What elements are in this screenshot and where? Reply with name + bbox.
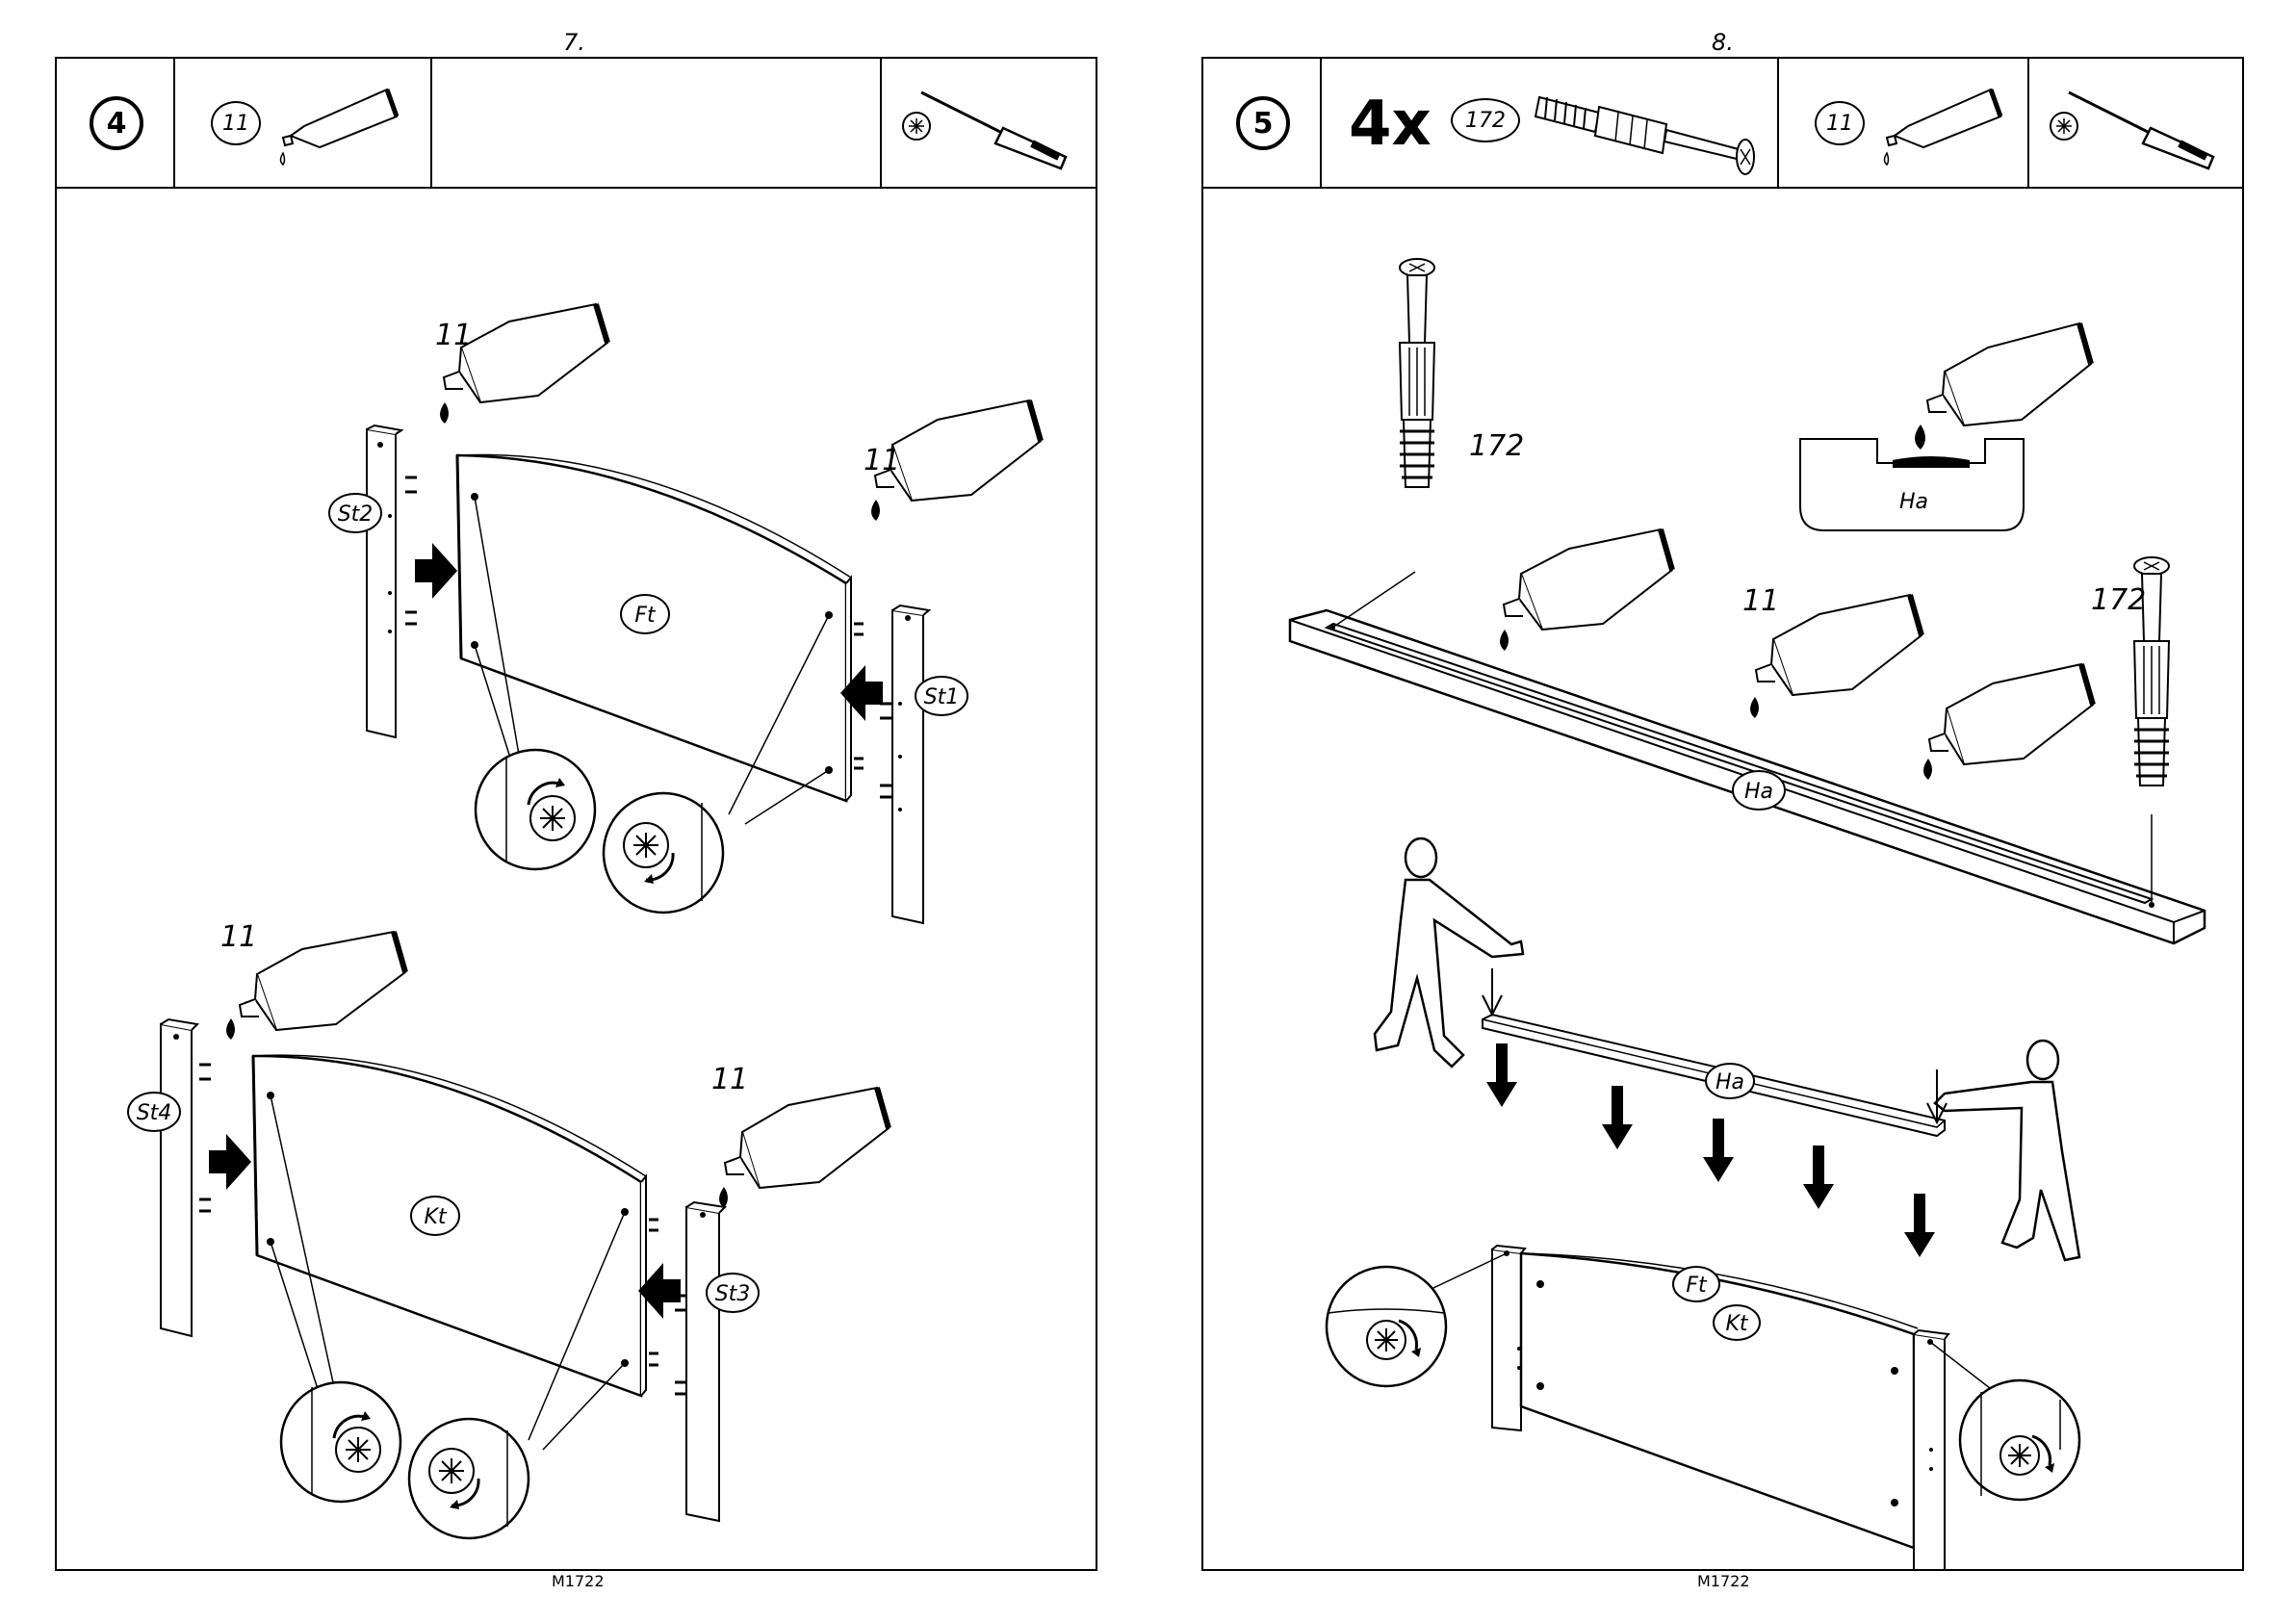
instruction-frame-right: 5 4x 172 11 — [1201, 57, 2244, 1571]
glue-label-4: 11 — [711, 1063, 748, 1096]
assembly-drawing-left: St2 Ft St1 11 11 — [57, 189, 1096, 1569]
glue-part-number: 11 — [1815, 101, 1865, 145]
label-st2: St2 — [338, 502, 374, 527]
glue-tube-icon — [1875, 68, 2020, 174]
glue-label-1: 11 — [435, 319, 472, 352]
step-cell: 4 — [57, 59, 175, 187]
screwdriver-icon — [2035, 68, 2237, 174]
screw-label-left: 172 — [1469, 429, 1524, 463]
glue-label: 11 — [1742, 584, 1779, 618]
cam-bolt-icon — [1532, 72, 1772, 178]
step-cell: 5 — [1203, 59, 1322, 187]
label-kt: Kt — [424, 1205, 447, 1229]
glue-tube-icon — [1923, 664, 2093, 780]
step-number: 4 — [90, 96, 143, 150]
footer-code-right: M1722 — [1697, 1572, 1750, 1590]
leg-st4 — [161, 1019, 211, 1336]
step-header: 5 4x 172 11 — [1203, 59, 2242, 189]
glue-label-3: 11 — [220, 920, 257, 954]
label-st1: St1 — [924, 685, 960, 709]
leg-st1 — [880, 605, 929, 923]
part-number: 172 — [1451, 98, 1520, 142]
glue-tube-icon — [1500, 529, 1672, 651]
screwdriver-icon — [888, 68, 1090, 174]
glue-tube-icon — [271, 68, 416, 174]
glue-tube-icon — [1927, 323, 2091, 425]
instruction-frame-left: 4 11 — [55, 57, 1097, 1571]
push-arrow-icon — [415, 543, 457, 599]
lifted-label-ha: Ha — [1716, 1070, 1744, 1094]
push-arrow-icon — [209, 1134, 251, 1190]
inset-label-ha: Ha — [1899, 490, 1928, 514]
label-ft: Ft — [1686, 1274, 1708, 1298]
fitting-cell: 4x 172 — [1322, 59, 1779, 187]
empty-cell — [432, 59, 882, 187]
glue-label-2: 11 — [864, 444, 900, 477]
groove-detail-inset — [1800, 425, 2024, 530]
step-number: 5 — [1236, 96, 1290, 150]
quantity: 4x — [1349, 93, 1432, 155]
label-kt: Kt — [1725, 1312, 1748, 1336]
rail-label-ha: Ha — [1744, 780, 1773, 804]
glue-cell: 11 — [175, 59, 432, 187]
cam-bolt-icon — [1400, 259, 1434, 487]
person-icon — [1935, 1041, 2079, 1260]
part-number: 11 — [211, 101, 261, 145]
page-number-left: 7. — [563, 29, 585, 56]
tool-cell — [2029, 59, 2242, 187]
leg-st3 — [675, 1202, 725, 1521]
footer-code-left: M1722 — [552, 1572, 605, 1590]
label-st3: St3 — [715, 1282, 751, 1306]
screw-label-right: 172 — [2091, 583, 2146, 617]
glue-cell: 11 — [1779, 59, 2029, 187]
tool-cell — [882, 59, 1096, 187]
lifted-rail-ha — [1483, 968, 1947, 1136]
glue-tube-icon — [719, 1088, 889, 1208]
headboard-assembly — [1492, 1246, 1948, 1569]
page-number-right: 8. — [1712, 29, 1734, 56]
leg-st2 — [367, 425, 417, 737]
assembly-drawing-right: 172 Ha Ha — [1203, 189, 2242, 1569]
step-header: 4 11 — [57, 59, 1096, 189]
label-ft: Ft — [634, 604, 657, 628]
label-st4: St4 — [137, 1101, 172, 1125]
